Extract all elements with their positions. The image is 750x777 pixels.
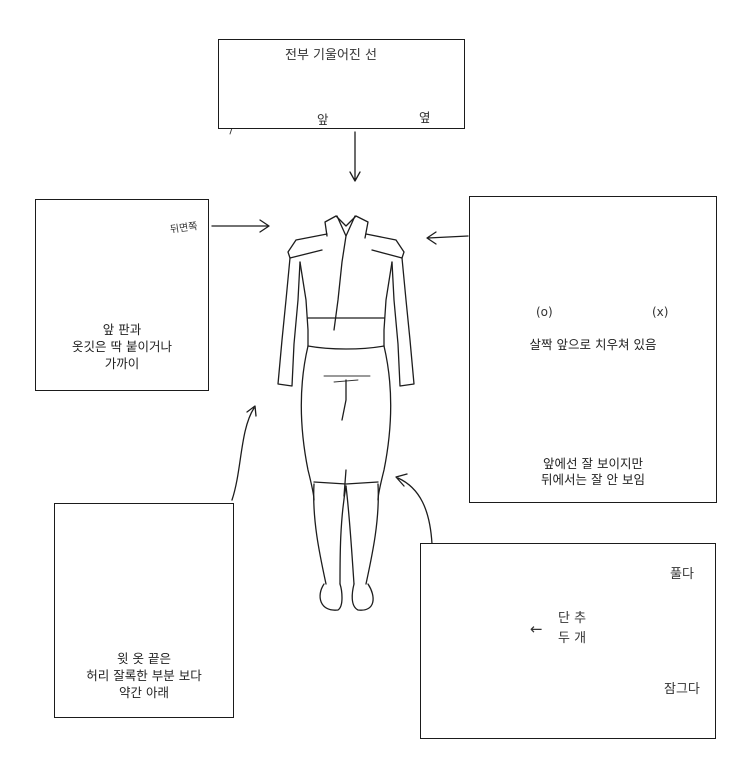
- uniform-figure: [277, 215, 415, 611]
- shoulder-caption-3: 뒤에서는 잘 안 보임: [541, 472, 645, 487]
- collar-angle-panel: [218, 39, 465, 129]
- cuff-open-label: 풀다: [670, 567, 694, 582]
- cuff-close-label: 잠그다: [664, 682, 700, 697]
- jacket-length-caption-1: 윗 옷 끝은: [117, 651, 171, 666]
- collar-side-label: 옆: [419, 110, 431, 125]
- wrong-mark: (x): [652, 305, 669, 319]
- jacket-length-caption-2: 허리 잘록한 부분 보다: [86, 668, 202, 683]
- cuff-button-panel: [420, 543, 716, 739]
- shoulder-caption-1: 살짝 앞으로 치우쳐 있음: [529, 337, 657, 352]
- button-label-2: 두 개: [558, 631, 587, 646]
- collar-front-caption-3: 가까이: [104, 356, 140, 371]
- shoulder-panel: [469, 196, 717, 503]
- jacket-length-panel: [54, 503, 234, 718]
- collar-front-panel: [35, 199, 209, 391]
- jacket-length-caption-3: 약간 아래: [119, 685, 169, 700]
- collar-front-caption-1: 앞 판과: [102, 322, 142, 337]
- correct-mark: (o): [536, 305, 553, 319]
- shoulder-caption-2: 앞에선 잘 보이지만: [543, 456, 643, 471]
- button-label-1: 단 추: [558, 611, 587, 626]
- collar-angle-title: 전부 기울어진 선: [285, 48, 377, 63]
- collar-front-caption-2: 옷깃은 딱 붙이거나: [72, 339, 172, 354]
- collar-front-label: 앞: [317, 112, 329, 127]
- cuff-arrow: ←: [530, 620, 543, 638]
- connector-arrows: [211, 131, 469, 545]
